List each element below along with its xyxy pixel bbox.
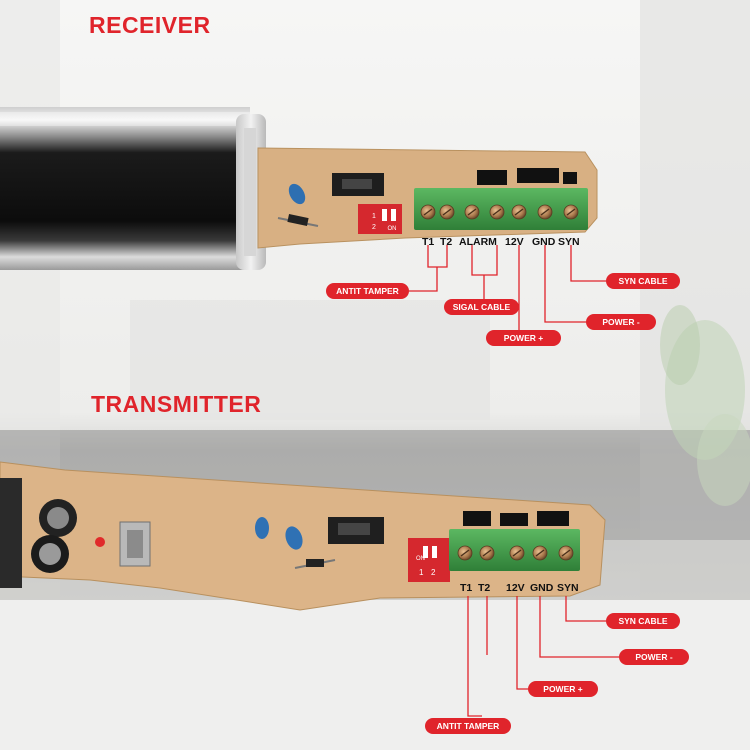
- transmitter-title: TRANSMITTER: [91, 391, 262, 417]
- transmitter-terminal-t1: T1: [460, 582, 473, 594]
- receiver-callout-syn-cable: SYN CABLE: [606, 273, 680, 289]
- receiver-callout-power-minus: POWER -: [586, 314, 656, 330]
- transmitter-terminal-screw-slot-1: [460, 549, 470, 557]
- receiver-terminal-screw-slot-4: [492, 208, 502, 216]
- transmitter-dip-on-text: ON: [416, 556, 425, 562]
- transmitter-terminal-screw-slot-2: [482, 549, 492, 557]
- receiver-terminal-syn: SYN: [558, 236, 580, 248]
- receiver-callout-antit-tamper: ANTIT TAMPER: [326, 283, 409, 299]
- receiver-callout-signal-cable: SIGAL CABLE: [444, 299, 519, 315]
- receiver-terminal-t1: T1: [422, 236, 435, 248]
- receiver-dip-number-1: 1: [372, 213, 376, 220]
- receiver-terminal-gnd: GND: [532, 236, 556, 248]
- receiver-title: RECEIVER: [89, 12, 211, 38]
- receiver-terminal-t2: T2: [440, 236, 453, 248]
- receiver-terminal-12v: 12V: [505, 236, 524, 248]
- receiver-callout-power-plus: POWER +: [486, 330, 561, 346]
- transmitter-terminal-12v: 12V: [506, 582, 525, 594]
- transmitter-terminal-screw-slot-4: [535, 549, 545, 557]
- transmitter-terminal-screw-slot-3: [512, 549, 522, 557]
- transmitter-dip-number-2: 2: [431, 568, 436, 577]
- receiver-dip-on-text: ON: [388, 226, 397, 232]
- transmitter-terminal-screw-slot-5: [561, 549, 571, 557]
- transmitter-terminal-syn: SYN: [557, 582, 579, 594]
- transmitter-terminal-gnd: GND: [530, 582, 554, 594]
- transmitter-callout-power-minus: POWER -: [619, 649, 689, 665]
- transmitter-callout-syn-cable: SYN CABLE: [606, 613, 680, 629]
- transmitter-dip-number-1: 1: [419, 568, 424, 577]
- receiver-dip-number-2: 2: [372, 224, 376, 231]
- transmitter-callout-power-plus: POWER +: [528, 681, 598, 697]
- transmitter-terminal-t2: T2: [478, 582, 491, 594]
- receiver-terminal-screw-slot-3: [467, 208, 477, 216]
- receiver-terminal-alarm: ALARM: [459, 236, 497, 248]
- receiver-terminal-screw-slot-5: [514, 208, 524, 216]
- receiver-terminal-screw-slot-7: [566, 208, 576, 216]
- receiver-terminal-screw-slot-2: [442, 208, 452, 216]
- receiver-terminal-screw-slot-6: [540, 208, 550, 216]
- transmitter-callout-antit-tamper: ANTIT TAMPER: [425, 718, 511, 734]
- receiver-terminal-screw-slot-1: [423, 208, 433, 216]
